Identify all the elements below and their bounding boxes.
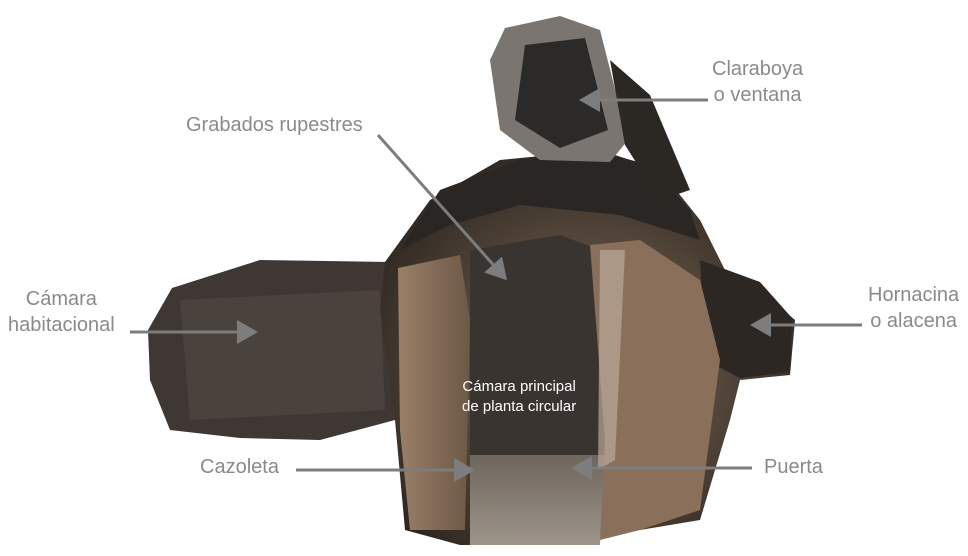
label-hornacina: Hornacina o alacena (868, 282, 959, 334)
label-camara-principal: Cámara principal de planta circular (462, 377, 576, 417)
label-grabados-rupestres: Grabados rupestres (186, 112, 363, 138)
main-chamber-interior (470, 235, 605, 460)
label-claraboya: Claraboya o ventana (712, 56, 803, 108)
label-cazoleta: Cazoleta (200, 454, 279, 480)
label-camara-habitacional: Cámara habitacional (8, 286, 115, 338)
label-puerta: Puerta (764, 454, 823, 480)
